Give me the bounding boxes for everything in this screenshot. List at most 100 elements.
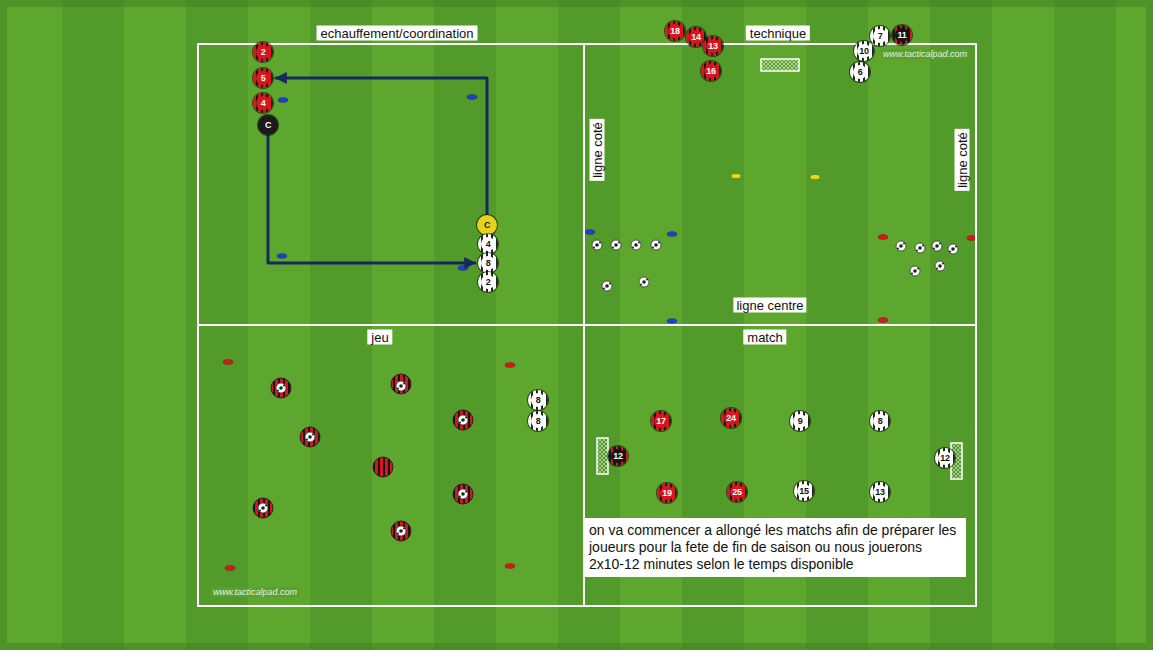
ball-patch [939, 243, 941, 245]
coach-marker: C [477, 215, 497, 235]
ball-patch [652, 247, 654, 249]
player-marker [271, 378, 291, 398]
player-number: C [480, 218, 494, 232]
player-number: 18 [668, 24, 682, 38]
ball [258, 503, 268, 513]
zone-title: jeu [367, 330, 392, 345]
player-number: 12 [611, 449, 625, 463]
ball [896, 241, 906, 251]
cone [731, 174, 741, 179]
ball-patch [397, 388, 399, 390]
ball [910, 266, 920, 276]
ball-patch [599, 242, 601, 244]
ball [276, 383, 286, 393]
zone-title: echauffement/coordination [317, 26, 478, 41]
player-number: 24 [724, 411, 738, 425]
run-arrow [276, 78, 487, 214]
cone [667, 232, 677, 237]
player-marker: 25 [727, 482, 747, 502]
player-number: C [261, 118, 275, 132]
player-marker: 18 [665, 21, 685, 41]
ball-patch [936, 268, 938, 270]
ball [631, 240, 641, 250]
ball [639, 277, 649, 287]
player-marker [391, 374, 411, 394]
ball-patch [459, 496, 461, 498]
ball [631, 240, 641, 250]
player-number: 8 [531, 414, 545, 428]
ball-patch [903, 243, 905, 245]
ball [932, 241, 942, 251]
ball-patch [897, 248, 899, 250]
ball [396, 526, 406, 536]
player-marker: 12 [608, 446, 628, 466]
ball-patch [605, 284, 609, 288]
ball-patch [403, 528, 405, 530]
ball-patch [642, 280, 646, 284]
ball-patch [595, 243, 599, 247]
drill-zone: echauffement/coordination254CC482 [197, 43, 585, 326]
note-text: on va commencer a allongé les matchs afi… [589, 522, 960, 573]
ball [651, 240, 661, 250]
ball-patch [593, 247, 595, 249]
ball-patch [603, 288, 605, 290]
ball-patch [949, 251, 951, 253]
ball-patch [397, 533, 399, 535]
player-marker: 17 [651, 411, 671, 431]
watermark: www.tacticalpad.com [881, 49, 969, 59]
ball [935, 261, 945, 271]
side-line-label: ligne coté [955, 129, 970, 191]
cone [878, 318, 888, 323]
cone [223, 360, 233, 365]
ball-patch [911, 273, 913, 275]
cone [505, 363, 515, 368]
ball-patch [922, 245, 924, 247]
ball [458, 489, 468, 499]
ball [458, 415, 468, 425]
ball [915, 243, 925, 253]
ball-patch [938, 264, 942, 268]
drill-zone: match172498121219251513on va commencer a… [583, 324, 977, 607]
player-number: 8 [531, 393, 545, 407]
ball-patch [632, 247, 634, 249]
player-number: 4 [481, 237, 495, 251]
note-box: on va commencer a allongé les matchs afi… [583, 518, 966, 577]
ball [276, 383, 286, 393]
ball-patch [916, 250, 918, 252]
ball [458, 415, 468, 425]
player-marker [300, 427, 320, 447]
ball-patch [399, 529, 403, 533]
player-marker: 10 [854, 41, 874, 61]
player-marker: 11 [892, 25, 912, 45]
ball [396, 381, 406, 391]
player-number: 2 [256, 45, 270, 59]
player-number: 19 [660, 486, 674, 500]
ball [915, 243, 925, 253]
player-number: 17 [654, 414, 668, 428]
ball-patch [913, 269, 917, 273]
player-number: 15 [797, 484, 811, 498]
cone [277, 254, 287, 259]
ball [396, 526, 406, 536]
ball-patch [640, 284, 642, 286]
player-marker: 16 [701, 61, 721, 81]
player-marker: 4 [478, 234, 498, 254]
player-number: 16 [704, 64, 718, 78]
player-marker: 8 [528, 390, 548, 410]
ball-patch [609, 283, 611, 285]
ball-patch [955, 246, 957, 248]
player-marker: 15 [794, 481, 814, 501]
player-marker: 4 [253, 93, 273, 113]
player-number: 10 [857, 44, 871, 58]
cone [278, 98, 288, 103]
ball-patch [638, 242, 640, 244]
player-marker: 9 [790, 411, 810, 431]
ball [258, 503, 268, 513]
ball [932, 241, 942, 251]
player-number: 14 [689, 30, 703, 44]
player-number: 7 [873, 29, 887, 43]
equipment [223, 95, 977, 571]
player-number: 25 [730, 485, 744, 499]
